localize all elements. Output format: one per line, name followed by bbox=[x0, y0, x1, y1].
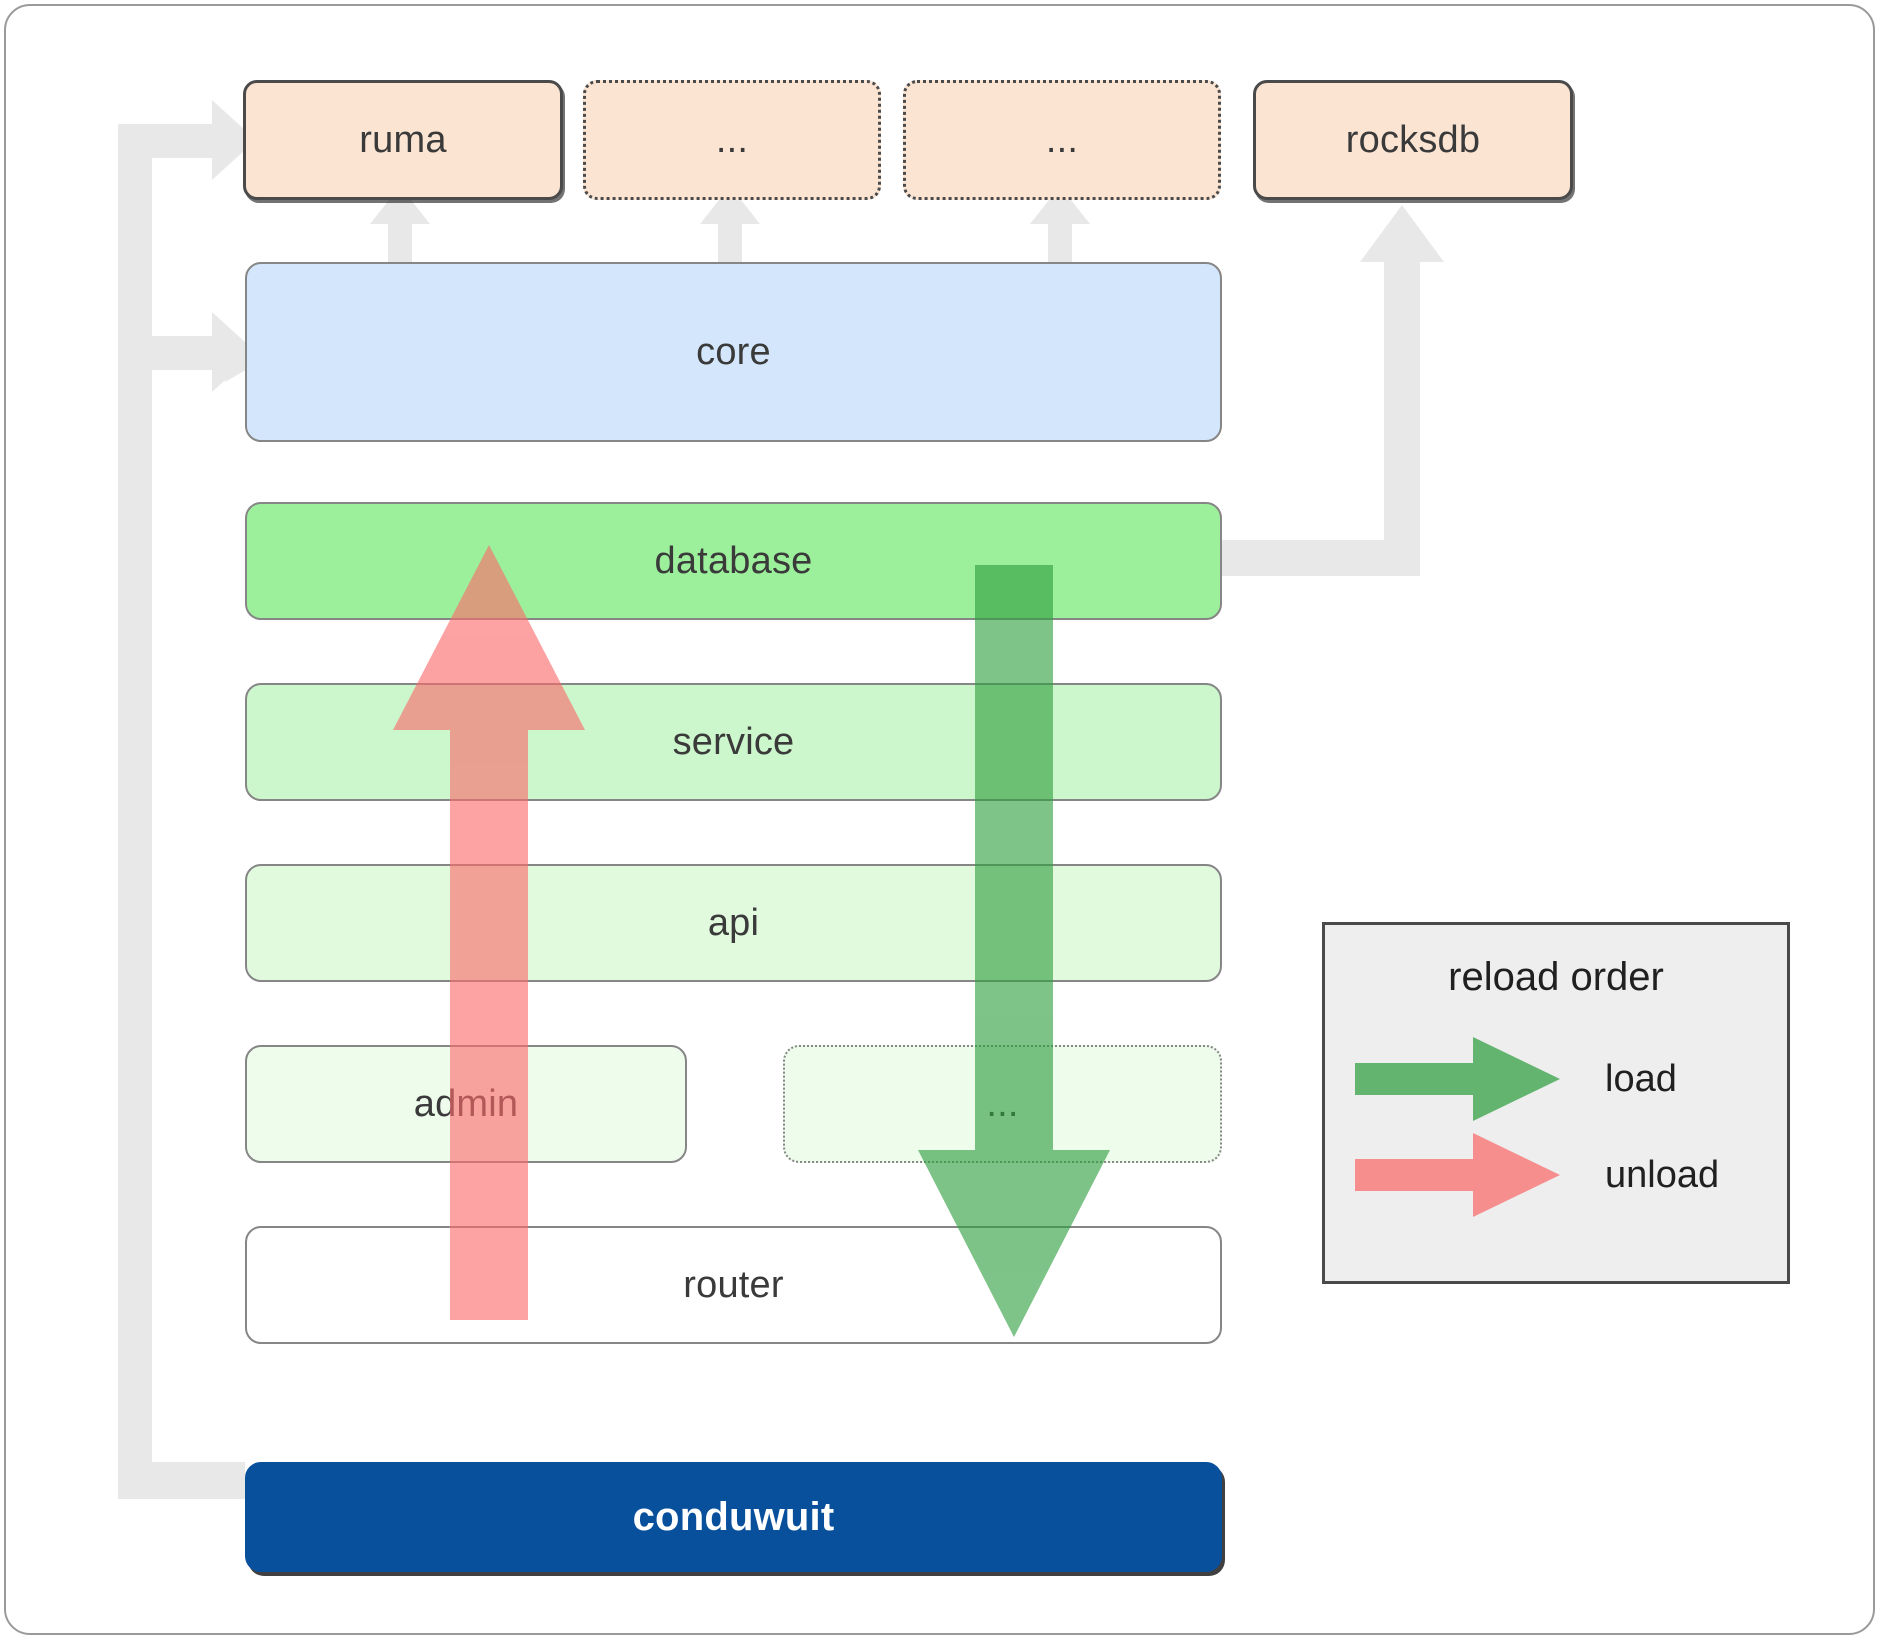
legend-panel: reload order load unload bbox=[1322, 922, 1790, 1284]
arrow-core-to-dots2 bbox=[1030, 186, 1090, 262]
crate-box-dots-1[interactable]: ... bbox=[583, 80, 881, 200]
layer-box-core[interactable]: core bbox=[245, 262, 1222, 442]
crate-box-dots-2[interactable]: ... bbox=[903, 80, 1221, 200]
layer-box-service[interactable]: service bbox=[245, 683, 1222, 801]
legend-item-load: load bbox=[1355, 1037, 1765, 1121]
crate-label-dots-1: ... bbox=[715, 118, 749, 161]
legend-item-unload: unload bbox=[1355, 1133, 1765, 1217]
arrow-database-to-rocksdb bbox=[1222, 205, 1444, 576]
legend-load-arrow-icon bbox=[1355, 1037, 1560, 1121]
crate-box-rocksdb[interactable]: rocksdb bbox=[1253, 80, 1573, 200]
legend-unload-arrow-icon bbox=[1355, 1133, 1560, 1217]
legend-label-load: load bbox=[1605, 1057, 1677, 1100]
arrow-spine-to-ruma bbox=[118, 100, 256, 180]
layer-label-database: database bbox=[654, 539, 813, 582]
root-label-conduwuit: conduwuit bbox=[632, 1494, 835, 1539]
layer-label-core: core bbox=[696, 330, 771, 373]
layer-box-api[interactable]: api bbox=[245, 864, 1222, 982]
layer-label-admin: admin bbox=[413, 1082, 519, 1125]
layer-box-database[interactable]: database bbox=[245, 502, 1222, 620]
layer-label-api: api bbox=[707, 901, 760, 944]
arrow-spine-to-core bbox=[132, 312, 256, 392]
crate-label-rocksdb: rocksdb bbox=[1345, 118, 1481, 161]
arrow-core-to-ruma bbox=[370, 186, 430, 262]
crate-label-ruma: ruma bbox=[359, 118, 447, 161]
layer-box-admin[interactable]: admin bbox=[245, 1045, 687, 1163]
layer-box-dots-3[interactable]: ... bbox=[783, 1045, 1222, 1163]
root-box-conduwuit[interactable]: conduwuit bbox=[245, 1462, 1222, 1572]
layer-label-router: router bbox=[683, 1263, 784, 1306]
legend-title: reload order bbox=[1448, 955, 1664, 999]
crate-box-ruma[interactable]: ruma bbox=[243, 80, 563, 200]
legend-label-unload: unload bbox=[1605, 1153, 1720, 1196]
connector-spine bbox=[118, 140, 152, 1499]
arrow-core-to-dots1 bbox=[700, 186, 760, 262]
crate-label-dots-2: ... bbox=[1045, 118, 1079, 161]
layer-label-service: service bbox=[672, 720, 795, 763]
layer-box-router[interactable]: router bbox=[245, 1226, 1222, 1344]
layer-label-dots-3: ... bbox=[986, 1082, 1019, 1125]
